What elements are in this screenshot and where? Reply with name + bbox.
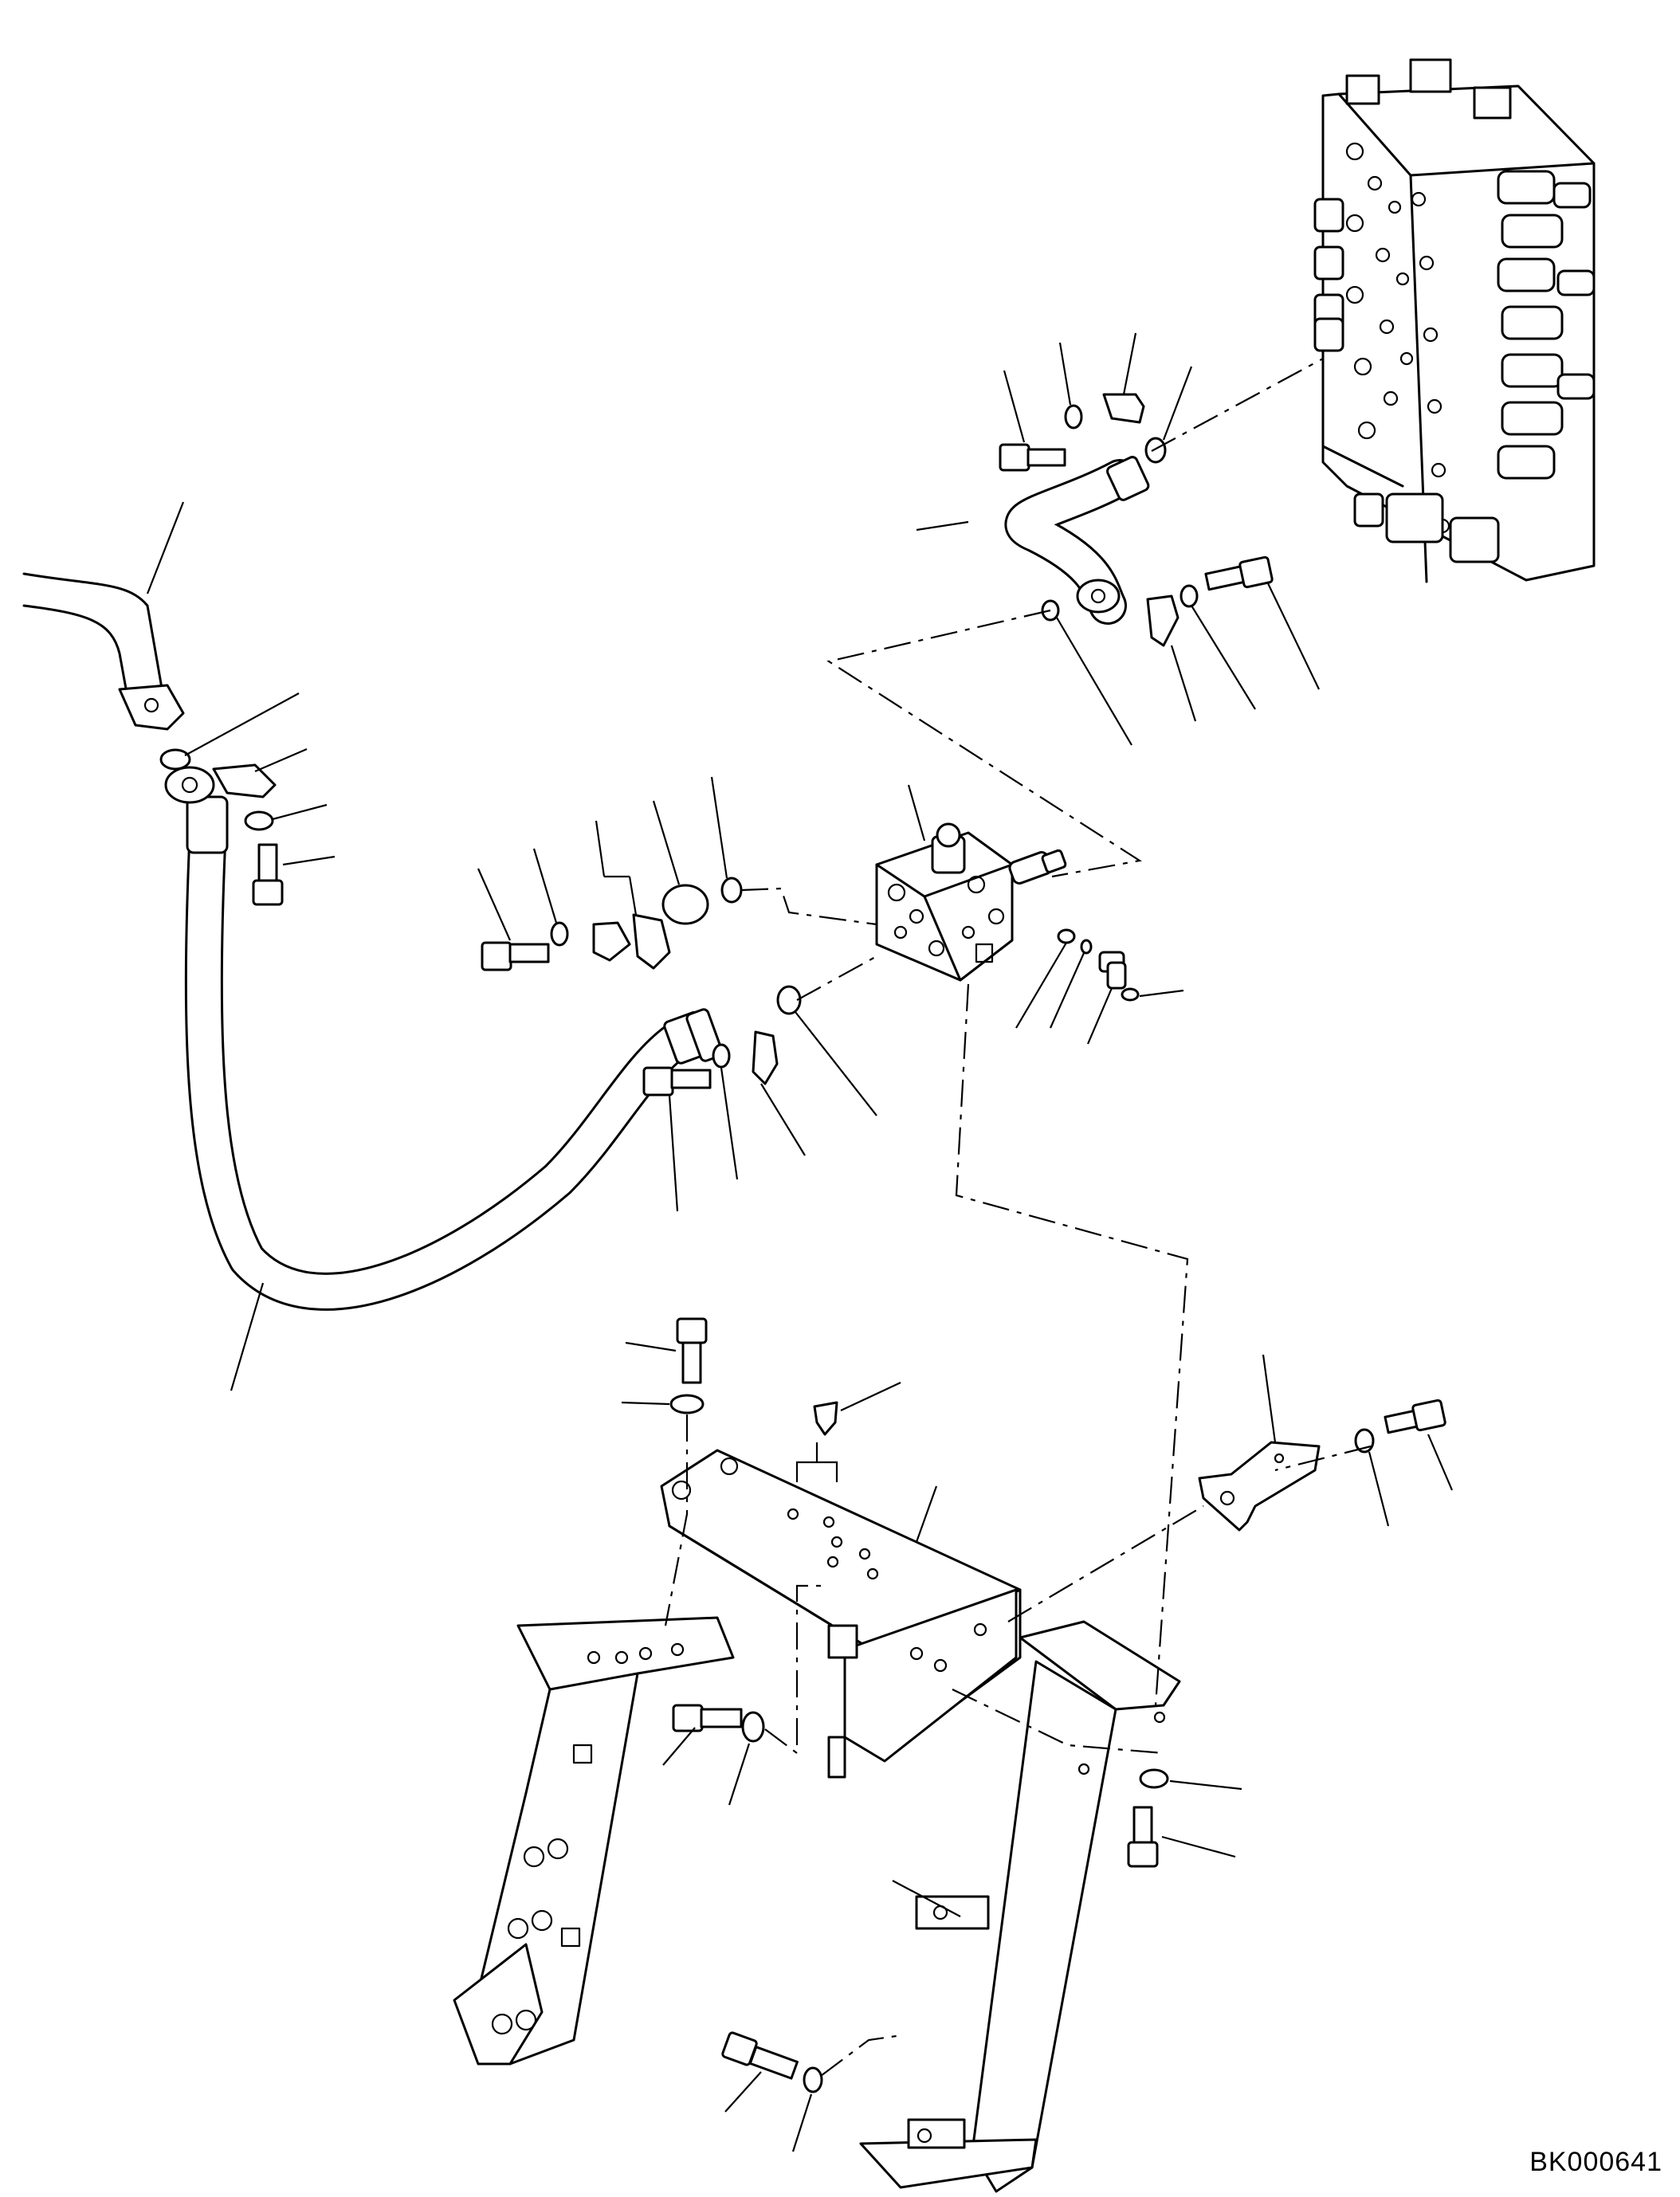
washer-top-2: [1180, 584, 1199, 608]
washer-arm: [1139, 1768, 1169, 1789]
washer-bracket-top: [669, 1394, 705, 1414]
split-flange-top-2: [1146, 594, 1180, 647]
o-ring-block-side: [776, 985, 802, 1015]
main-control-valve: [1313, 58, 1596, 583]
hex-bolt-frame-1: [672, 1704, 743, 1732]
leader-lines: [146, 332, 1454, 2152]
hex-bolt-side: [1384, 1399, 1446, 1434]
washer-block-2: [712, 1043, 731, 1069]
hex-bolt-frame-2: [721, 2031, 799, 2080]
washer-frame-1: [741, 1711, 765, 1743]
o-ring-small-1: [1057, 928, 1076, 944]
hex-bolt-block-1: [481, 941, 550, 971]
elbow-fitting: [1098, 951, 1127, 990]
valve-block: [875, 822, 1067, 982]
hex-bolt-top-1: [999, 443, 1066, 472]
split-flange-top-1: [1102, 393, 1145, 424]
o-ring-block-top: [720, 877, 743, 904]
o-ring-top-1: [1144, 437, 1167, 464]
washer-frame-2: [803, 2066, 823, 2093]
hex-bolt-pipe: [252, 843, 284, 906]
steel-pipe: [22, 572, 185, 731]
plug: [661, 884, 709, 925]
hex-bolt-bracket-top: [676, 1317, 708, 1384]
o-ring-small-3: [1121, 987, 1140, 1002]
center-lines: [664, 358, 1372, 2077]
washer-block-1: [550, 921, 569, 947]
support-arm: [859, 1620, 1181, 2193]
washer-top-1: [1064, 404, 1083, 430]
washer-pipe: [244, 810, 274, 831]
o-ring-small-2: [1080, 939, 1093, 955]
split-flange-block-3: [752, 1030, 779, 1085]
hex-bolt-top-2: [1204, 555, 1274, 591]
long-hose-assembly: [164, 766, 724, 1311]
split-flange-block-1: [632, 913, 671, 970]
hex-bolt-block-2: [642, 1066, 712, 1097]
frame-member: [453, 1616, 735, 2066]
split-flange-pipe: [212, 763, 277, 798]
short-hose-assembly: [1004, 456, 1150, 625]
o-ring-pipe: [159, 748, 191, 771]
side-clamp-bracket: [1198, 1441, 1321, 1532]
cap-plug: [813, 1401, 838, 1436]
split-flange-block-2: [592, 921, 631, 962]
mounting-bracket: [660, 1449, 1022, 1779]
drawing-reference-code: BK000641: [1529, 2147, 1662, 2177]
hex-bolt-arm: [1127, 1806, 1159, 1868]
